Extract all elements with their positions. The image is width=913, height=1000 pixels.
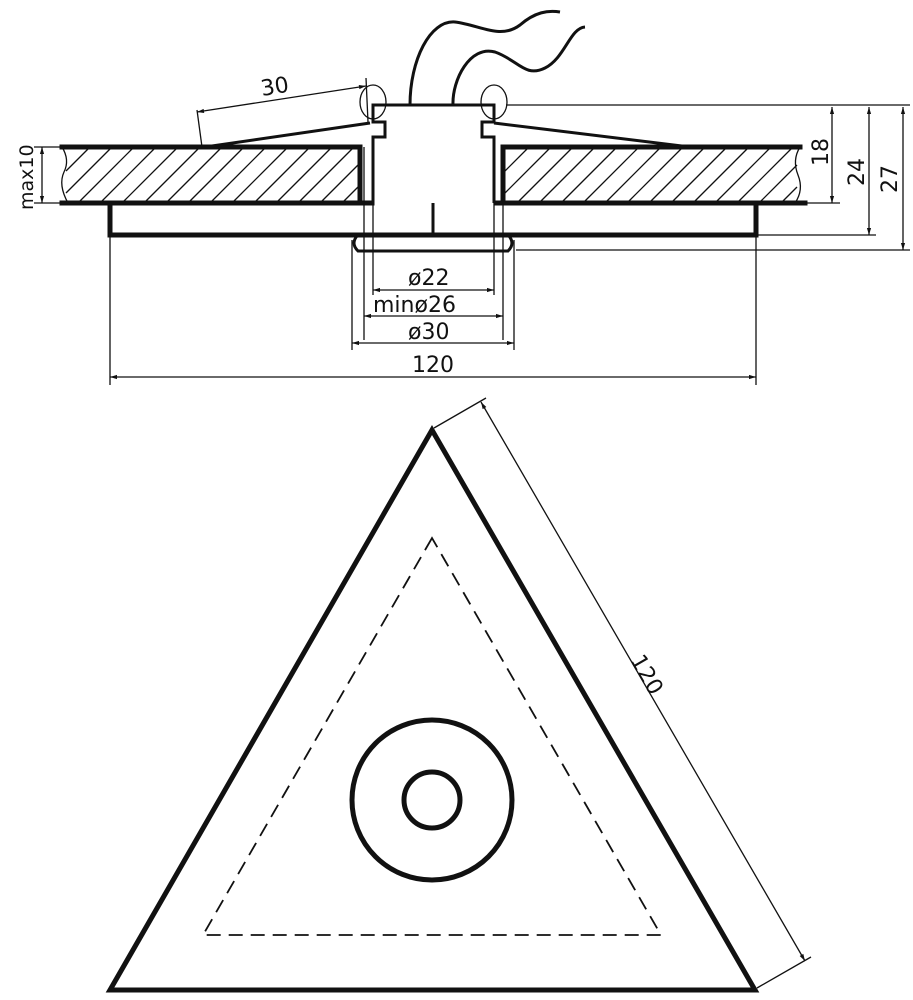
lens-inner-circle (401, 769, 463, 831)
dim-26-label: minø26 (373, 293, 456, 318)
top-view: 120 (105, 397, 812, 993)
hatch-line (167, 148, 221, 202)
hatch-line (562, 148, 616, 202)
hatch-line (584, 148, 638, 202)
hatch-line (760, 164, 798, 202)
dim-27-label: 27 (878, 165, 903, 193)
hatch-line (101, 148, 155, 202)
lens (352, 233, 514, 253)
ceiling-break-right (794, 146, 802, 204)
spring-clip-right (493, 121, 691, 149)
hatch-line (211, 148, 265, 202)
hatch-line (738, 148, 792, 202)
dim-30d-label: ø30 (408, 320, 449, 345)
dim-side-line (480, 401, 806, 962)
dim-18-label: 18 (809, 138, 834, 166)
hatch-line (518, 148, 572, 202)
hatch-line (628, 148, 682, 202)
dim-30-line (196, 84, 367, 114)
hatch-line (65, 148, 89, 172)
dim-30-ext-left (196, 109, 203, 148)
housing (371, 103, 496, 203)
ceiling-hatching (65, 148, 798, 202)
hatch-line (321, 164, 359, 202)
outer-triangle (105, 424, 760, 993)
dim-side-ext-bottom (756, 956, 812, 989)
clip-pivot-right (480, 84, 508, 120)
hatch-line (123, 148, 177, 202)
hatch-line (189, 148, 243, 202)
hatch-line (79, 148, 133, 202)
lens-outer-circle (349, 717, 515, 883)
wire-left (408, 9, 561, 106)
side-view: 30 max10 18 24 27 ø22 minø26 ø30 120 (16, 9, 910, 385)
ceiling-break-left (61, 146, 69, 204)
inner-dashed-triangle (201, 536, 663, 936)
dim-24-label: 24 (845, 158, 870, 186)
spring-clip-left (204, 121, 371, 149)
wire-right (451, 25, 586, 106)
dim-side-ext-top (433, 397, 487, 429)
hatch-line (504, 148, 550, 194)
dim-30-ext-right (365, 77, 369, 123)
hatch-line (650, 148, 704, 202)
hatch-line (299, 148, 353, 202)
dim-30-label: 30 (259, 73, 291, 102)
hatch-line (540, 148, 594, 202)
dim-120-label: 120 (412, 353, 454, 378)
hatch-line (716, 148, 770, 202)
hatch-line (694, 148, 748, 202)
dim-22-label: ø22 (408, 266, 449, 291)
hatch-line (343, 186, 359, 202)
hatch-line (255, 148, 309, 202)
hatch-line (277, 148, 331, 202)
dim-max10-label: max10 (16, 144, 38, 210)
hatch-line (145, 148, 199, 202)
hatch-line (65, 148, 111, 194)
dim-side-label: 120 (625, 651, 668, 700)
hatch-line (606, 148, 660, 202)
hatch-line (504, 148, 528, 172)
hatch-line (233, 148, 287, 202)
hatch-line (782, 186, 798, 202)
hatch-line (672, 148, 726, 202)
